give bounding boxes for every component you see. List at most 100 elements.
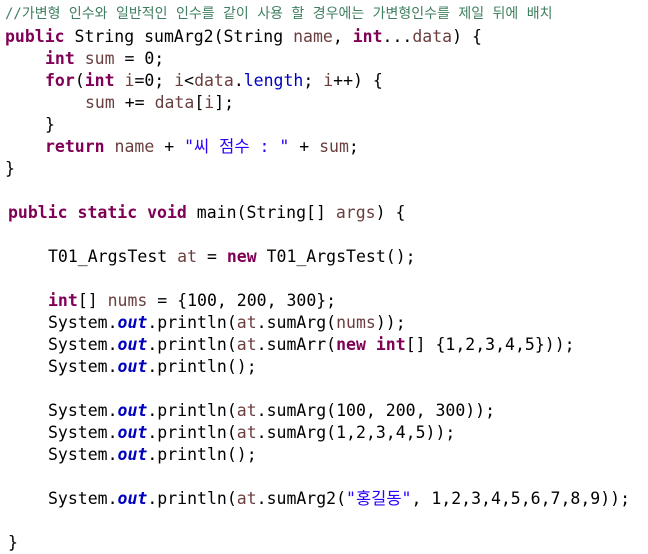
line-comment: //가변형 인수와 일반적인 인수를 같이 사용 할 경우에는 가변형인수를 제… xyxy=(5,2,553,24)
line-println-sumarg2: System.out.println(at.sumArg2("홍길동", 1,2… xyxy=(48,488,630,510)
code-token: sum xyxy=(85,93,115,112)
code-token: .sumArg(100, 200, 300)); xyxy=(256,401,496,420)
code-token: i xyxy=(174,71,185,90)
code-token: at xyxy=(236,335,257,354)
line-sum-add: sum += data[i]; xyxy=(85,92,234,114)
code-token: main(String[] xyxy=(186,203,336,222)
code-token: .println( xyxy=(147,401,237,420)
code-token: T01_ArgsTest xyxy=(48,247,178,266)
line-println-sumarg-list: System.out.println(at.sumArg(1,2,3,4,5))… xyxy=(48,422,455,444)
line-return: return name + "씨 점수 : " + sum; xyxy=(45,136,359,158)
code-token: System. xyxy=(48,401,118,420)
code-token: ) { xyxy=(452,27,482,46)
code-token: System. xyxy=(48,445,118,464)
code-token: .println(); xyxy=(147,357,257,376)
code-token: . xyxy=(233,71,244,90)
code-token: ; xyxy=(303,71,324,90)
code-token: i xyxy=(323,71,334,90)
code-token: System. xyxy=(48,489,118,508)
code-token: , xyxy=(332,27,353,46)
code-token: [] xyxy=(77,291,108,310)
code-token: out xyxy=(117,313,148,332)
code-token: public xyxy=(5,27,65,46)
code-token: out xyxy=(117,357,148,376)
code-token: } xyxy=(5,159,15,178)
code-token: out xyxy=(117,335,148,354)
line-for-close: } xyxy=(45,114,55,136)
code-token: int xyxy=(375,335,406,354)
code-token: //가변형 인수와 일반적인 인수를 같이 사용 할 경우에는 가변형인수를 제… xyxy=(5,6,553,22)
code-token xyxy=(75,49,85,68)
line-nums-array: int[] nums = {100, 200, 300}; xyxy=(48,290,336,312)
code-token: System. xyxy=(48,423,118,442)
code-token: + xyxy=(289,137,320,156)
code-token: )); xyxy=(375,313,406,332)
code-token xyxy=(137,203,147,222)
code-token: System. xyxy=(48,357,118,376)
line-method-signature: public String sumArg2(String name, int..… xyxy=(5,26,482,48)
code-token: nums xyxy=(336,313,376,332)
code-token: out xyxy=(117,445,148,464)
code-token: System. xyxy=(48,335,118,354)
code-token: new xyxy=(336,335,366,354)
code-token: ) { xyxy=(375,203,406,222)
code-token: .sumArg2( xyxy=(256,489,347,508)
code-token: out xyxy=(117,489,148,508)
code-token: new xyxy=(226,247,257,266)
code-token: void xyxy=(147,203,187,222)
code-token: , 1,2,3,4,5,6,7,8,9)); xyxy=(411,489,631,508)
line-int-sum: int sum = 0; xyxy=(45,48,164,70)
code-token: return xyxy=(45,137,105,156)
code-token: static xyxy=(77,203,138,222)
code-token: int xyxy=(48,291,78,310)
code-token: System. xyxy=(48,313,118,332)
code-token: } xyxy=(45,115,55,134)
code-token: "씨 점수 : " xyxy=(184,137,290,156)
line-println-empty-2: System.out.println(); xyxy=(48,444,257,466)
code-token: data xyxy=(154,93,195,112)
code-token: sum xyxy=(319,137,349,156)
line-println-sumarr: System.out.println(at.sumArr(new int[] {… xyxy=(48,334,575,356)
code-token: out xyxy=(117,423,148,442)
code-token: = xyxy=(197,247,227,266)
code-token: .println(); xyxy=(147,445,257,464)
code-token: [ xyxy=(194,93,205,112)
code-token: name xyxy=(114,137,155,156)
code-token: [] {1,2,3,4,5})); xyxy=(405,335,575,354)
code-token: ... xyxy=(382,27,413,46)
code-token: at xyxy=(236,489,257,508)
code-token: ++) { xyxy=(333,71,383,90)
code-token: String sumArg2(String xyxy=(64,27,294,46)
code-token: for xyxy=(45,71,75,90)
code-token xyxy=(105,137,115,156)
code-token: public xyxy=(8,203,68,222)
code-token: sum xyxy=(84,49,115,68)
code-token: "홍길동" xyxy=(346,489,412,508)
code-token: i xyxy=(204,93,215,112)
code-token: at xyxy=(236,313,257,332)
code-token: T01_ArgsTest(); xyxy=(256,247,416,266)
code-token: int xyxy=(45,49,75,68)
code-token: .println( xyxy=(147,313,237,332)
code-token: ; xyxy=(348,137,359,156)
code-token: += xyxy=(114,93,155,112)
code-token: int xyxy=(84,71,115,90)
code-token: data xyxy=(194,71,234,90)
code-token: out xyxy=(117,401,148,420)
line-println-sumarg-nums: System.out.println(at.sumArg(nums)); xyxy=(48,312,406,334)
code-token: = {100, 200, 300}; xyxy=(147,291,337,310)
line-for-loop: for(int i=0; i<data.length; i++) { xyxy=(45,70,383,92)
code-token: = 0; xyxy=(114,49,165,68)
code-token: < xyxy=(184,71,195,90)
code-token: nums xyxy=(107,291,148,310)
line-println-empty-1: System.out.println(); xyxy=(48,356,257,378)
line-new-argstest: T01_ArgsTest at = new T01_ArgsTest(); xyxy=(48,246,416,268)
line-method-close: } xyxy=(5,158,15,180)
code-token: length xyxy=(243,71,304,90)
code-token: .sumArg(1,2,3,4,5)); xyxy=(256,423,456,442)
code-token: i xyxy=(124,71,135,90)
code-token: ( xyxy=(74,71,85,90)
code-token xyxy=(366,335,376,354)
code-token: ]; xyxy=(214,93,235,112)
